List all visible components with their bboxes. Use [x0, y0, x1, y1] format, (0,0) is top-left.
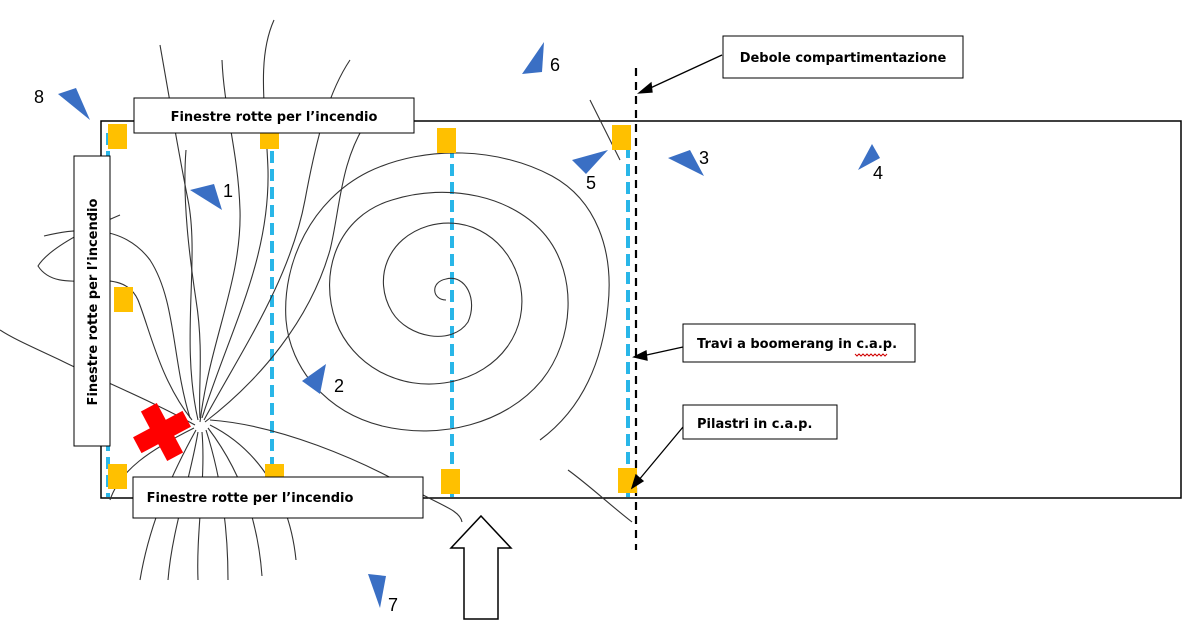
pillar: [437, 128, 456, 153]
arrowhead-icon: [632, 350, 648, 361]
camera-direction-icon: [368, 574, 386, 608]
viewpoint-numbers: 1 2 3 4 5 6 7 8: [34, 55, 883, 615]
label-pillars: Pilastri in c.a.p.: [697, 417, 812, 432]
viewpoint-number: 2: [334, 376, 344, 396]
label-box-weak-compartment: [722, 35, 964, 79]
viewpoint-markers: [58, 42, 880, 608]
arrowhead-icon: [637, 81, 653, 94]
pillar: [441, 469, 460, 494]
viewpoint-number: 8: [34, 87, 44, 107]
leader-line: [637, 426, 684, 482]
pillar: [612, 125, 631, 150]
camera-direction-icon: [302, 364, 326, 394]
leader-arrows: [630, 54, 723, 490]
viewpoint-number: 3: [699, 148, 709, 168]
fire-spiral: [285, 152, 610, 441]
viewpoint-number: 1: [223, 181, 233, 201]
red-cross-icon: [133, 403, 191, 461]
pillar: [108, 464, 127, 489]
camera-direction-icon: [190, 184, 222, 210]
label-box-window-bottom: [132, 476, 424, 519]
label-window-top: Finestre rotte per l’incendio: [171, 110, 378, 125]
label-box-pillars: [682, 404, 838, 440]
camera-direction-icon: [522, 42, 544, 74]
leader-line: [645, 54, 723, 91]
label-window-left: Finestre rotte per l’incendio: [86, 199, 101, 406]
arrowhead-icon: [630, 473, 645, 490]
viewpoint-number: 4: [873, 163, 883, 183]
label-box-window-top: [133, 97, 415, 134]
label-weak-compartment: Debole compartimentazione: [740, 51, 947, 66]
spell-underline: [854, 353, 888, 357]
camera-direction-icon: [858, 144, 880, 170]
viewpoint-number: 6: [550, 55, 560, 75]
label-boomerang-beams: Travi a boomerang in c.a.p.: [697, 337, 897, 352]
building-outline: [100, 120, 1182, 499]
pillar: [114, 287, 133, 312]
camera-direction-icon: [58, 88, 90, 120]
label-box-window-left: [73, 155, 111, 447]
viewpoint-number: 7: [388, 595, 398, 615]
leader-line: [641, 346, 684, 357]
pillar: [108, 124, 127, 149]
label-window-bottom: Finestre rotte per l’incendio: [147, 491, 354, 506]
viewpoint-number: 5: [586, 173, 596, 193]
entrance-arrow-icon: [449, 514, 513, 620]
boomerang-beams: [106, 128, 630, 497]
camera-direction-icon: [572, 150, 608, 174]
camera-direction-icon: [668, 150, 704, 176]
